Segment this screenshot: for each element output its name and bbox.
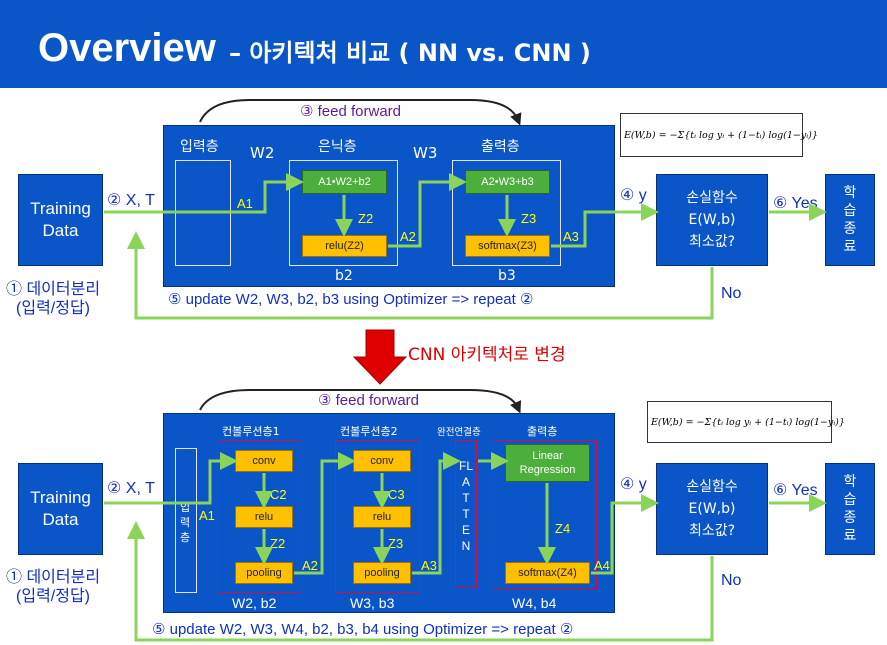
cnn-wb1-label: W2, b2 <box>232 595 277 611</box>
nn-end-label: 학 습 종 료 <box>843 185 857 255</box>
nn-loss-label: 손실함수 E(W,b) 최소값? <box>686 190 738 250</box>
cnn-c2-label: C2 <box>270 487 287 502</box>
cnn-conv-layer2-box <box>335 440 420 593</box>
cnn-end-box: 학 습 종 료 <box>825 463 875 555</box>
cnn-xt-label: ② X, T <box>107 480 155 497</box>
nn-network-panel <box>163 125 615 287</box>
cnn-feed-forward-label: ③ feed forward <box>318 392 419 409</box>
nn-a2-arrow <box>388 173 467 248</box>
cnn-pooling2-node: pooling <box>353 562 411 584</box>
cnn-a1-label: A1 <box>199 508 215 523</box>
title-main: Overview <box>38 26 216 70</box>
nn-input-layer-label: 입력층 <box>180 139 219 155</box>
cnn-a2-arrow <box>294 452 356 575</box>
nn-a3-label: A3 <box>563 229 579 244</box>
cnn-output-act-node: softmax(Z4) <box>505 562 590 584</box>
nn-hidden-layer-label: 은닉층 <box>318 139 357 155</box>
nn-hidden-layer-box <box>289 160 398 266</box>
cnn-fc-layer-box <box>455 440 477 588</box>
cnn-input-layer-box <box>175 448 197 593</box>
nn-w3-label: W3 <box>413 144 438 162</box>
header-bar: Overview – 아키텍처 비교 ( NN vs. CNN ) <box>0 0 887 88</box>
nn-update-label: ⑤ update W2, W3, b2, b3 using Optimizer … <box>168 291 534 308</box>
nn-a1-label: A1 <box>237 196 253 211</box>
nn-z3-label: Z3 <box>521 211 537 226</box>
cnn-a4-arrow <box>591 494 659 575</box>
nn-feed-forward-arc <box>199 99 522 126</box>
nn-hidden-calc-node: A1•W2+b2 <box>302 170 387 194</box>
change-label: CNN 아키텍처로 변경 <box>408 345 566 365</box>
cnn-c3-label: C3 <box>388 487 405 502</box>
nn-w2-label: W2 <box>250 144 275 162</box>
nn-b3-label: b3 <box>498 268 516 284</box>
cnn-conv-layer2-label: 컨볼루션층2 <box>340 425 398 438</box>
cnn-conv1-node: conv <box>235 450 293 472</box>
nn-yes-label: ⑥ Yes <box>773 195 818 212</box>
cnn-conv-layer1-box <box>217 440 302 593</box>
cnn-wb3-label: W4, b4 <box>512 595 557 611</box>
cnn-repeat-arrow <box>127 521 714 642</box>
nn-output-calc-node: A2•W3+b3 <box>465 170 550 194</box>
cnn-a3-arrow <box>412 452 461 575</box>
cnn-yes-label: ⑥ Yes <box>773 482 818 499</box>
cnn-end-label: 학 습 종 료 <box>843 474 857 544</box>
title-sub: – 아키텍처 비교 ( NN vs. CNN ) <box>228 39 591 67</box>
cnn-wb2-label: W3, b3 <box>350 595 395 611</box>
cnn-flatten-label: FLATTEN <box>459 459 474 553</box>
cnn-y-label: ④ y <box>620 476 647 493</box>
cnn-fc-layer-label: 완전연결층 <box>437 427 481 438</box>
page-title: Overview – 아키텍처 비교 ( NN vs. CNN ) <box>38 26 591 71</box>
nn-b2-label: b2 <box>335 268 353 284</box>
nn-y-label: ④ y <box>620 187 647 204</box>
cnn-a3-label: A3 <box>421 558 437 573</box>
cnn-input-layer-label: 입 력 층 <box>180 501 191 544</box>
nn-output-act-node: softmax(Z3) <box>465 235 550 257</box>
cnn-update-label: ⑤ update W2, W3, W4, b2, b3, b4 using Op… <box>152 621 574 638</box>
cnn-loss-box: 손실함수 E(W,b) 최소값? <box>656 463 768 555</box>
nn-xt-label: ② X, T <box>107 192 155 209</box>
nn-z2-label: Z2 <box>358 211 374 226</box>
cnn-linear-regression-node: Linear Regression <box>505 444 590 482</box>
cnn-xt-arrow <box>104 452 238 505</box>
cnn-output-layer-box <box>493 440 597 590</box>
cnn-a4-label: A4 <box>594 558 610 573</box>
nn-xt-arrow <box>104 173 304 214</box>
nn-separation-label: ① 데이터분리 (입력/정답) <box>6 281 101 317</box>
cnn-loss-label: 손실함수 E(W,b) 최소값? <box>686 479 738 539</box>
nn-a2-label: A2 <box>400 229 416 244</box>
cnn-output-layer-label: 출력층 <box>527 425 558 438</box>
nn-repeat-arrow <box>127 231 714 320</box>
cnn-no-label: No <box>721 572 742 589</box>
nn-training-data-label: Training Data <box>30 199 91 240</box>
cnn-separation-label: ① 데이터분리 (입력/정답) <box>6 569 101 605</box>
cnn-loss-formula: E(W,b) = −Σ{tᵢ log yᵢ + (1−tᵢ) log(1−yᵢ)… <box>647 401 845 443</box>
cnn-z3-label: Z3 <box>388 536 404 551</box>
cnn-formula-text: E(W,b) = −Σ{tᵢ log yᵢ + (1−tᵢ) log(1−yᵢ)… <box>651 416 845 428</box>
cnn-a2-label: A2 <box>302 558 318 573</box>
cnn-training-data-label: Training Data <box>30 488 91 529</box>
nn-formula-text: E(W,b) = −Σ{tᵢ log yᵢ + (1−tᵢ) log(1−yᵢ)… <box>624 129 818 141</box>
nn-a3-arrow <box>551 203 659 248</box>
cnn-pooling1-node: pooling <box>235 562 293 584</box>
cnn-z4-label: Z4 <box>555 521 571 536</box>
nn-no-label: No <box>721 285 742 302</box>
cnn-feed-forward-arc <box>199 389 522 414</box>
change-arrow-icon <box>352 329 408 385</box>
nn-training-data-box: Training Data <box>18 174 103 266</box>
nn-output-layer-box <box>452 160 561 266</box>
nn-loss-formula: E(W,b) = −Σ{tᵢ log yᵢ + (1−tᵢ) log(1−yᵢ)… <box>620 113 818 157</box>
cnn-conv-layer1-label: 컨볼루션층1 <box>222 425 280 438</box>
nn-feed-forward-label: ③ feed forward <box>300 103 401 120</box>
nn-output-layer-label: 출력층 <box>481 139 520 155</box>
cnn-training-data-box: Training Data <box>18 463 103 555</box>
cnn-z2-label: Z2 <box>270 536 286 551</box>
